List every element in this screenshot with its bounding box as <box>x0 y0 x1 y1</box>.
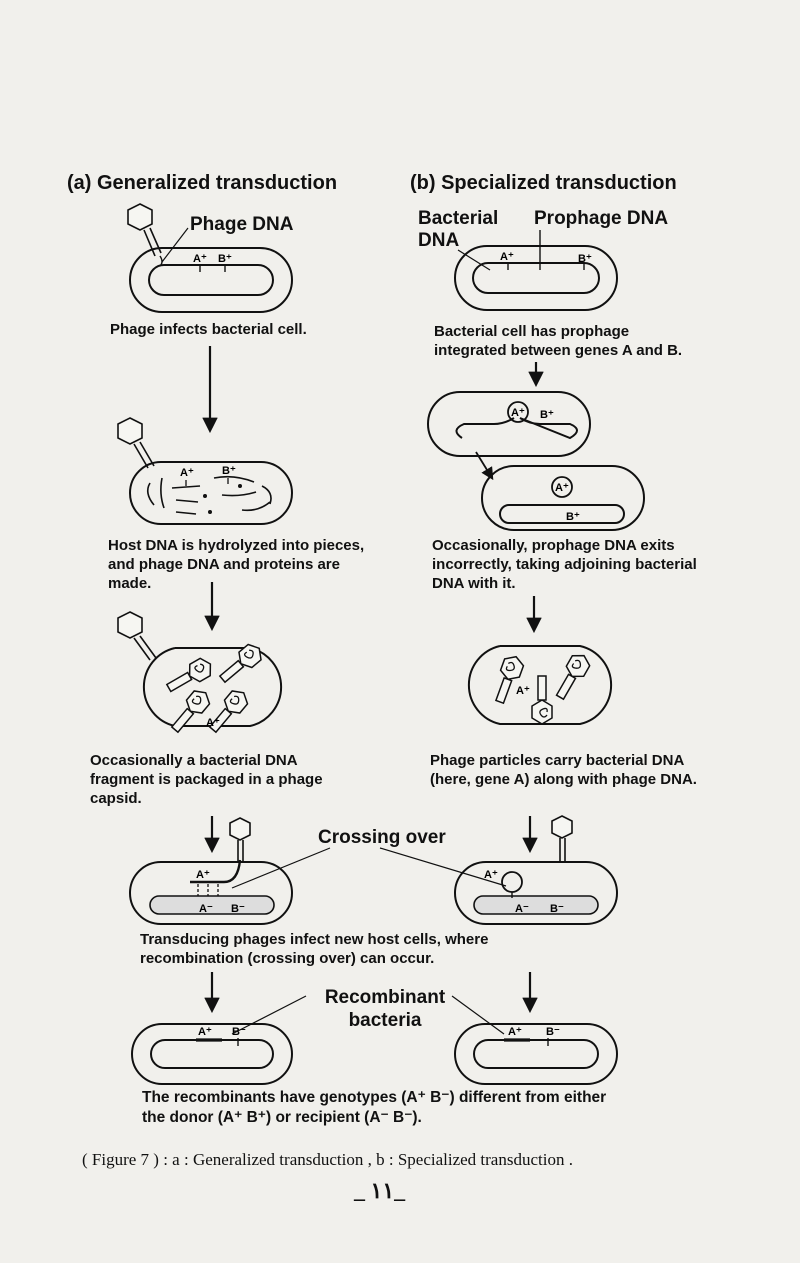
svg-text:B⁺: B⁺ <box>222 465 236 477</box>
phage-dna-label: Phage DNA <box>190 214 294 235</box>
svg-text:A⁺: A⁺ <box>198 1026 212 1038</box>
panel-b-cell-1: A⁺ B⁺ <box>454 245 618 311</box>
panel-b-step2-caption: Occasionally, prophage DNA exits incorre… <box>432 537 697 592</box>
svg-text:B⁺: B⁺ <box>218 253 232 265</box>
figure-caption: ( Figure 7 ) : a : Generalized transduct… <box>82 1150 573 1169</box>
svg-text:B⁺: B⁺ <box>566 511 580 523</box>
panel-b-step1-caption: Bacterial cell has prophage integrated b… <box>434 323 683 359</box>
panel-a-cell-2: A⁺ B⁺ <box>129 461 293 525</box>
panel-a-genes-1: A⁺ B⁺ <box>193 253 232 272</box>
infecting-phage-left <box>229 817 251 862</box>
panel-a-phage-3 <box>117 611 157 661</box>
crossing-pointer-left <box>231 847 331 889</box>
panel-a-title: (a) Generalized transduction <box>67 172 338 194</box>
crossing-pointer-right <box>379 847 507 887</box>
recombinant-pointer-right <box>451 995 505 1035</box>
svg-text:A⁺: A⁺ <box>500 251 514 263</box>
svg-text:A⁺: A⁺ <box>484 869 498 881</box>
svg-text:A⁺: A⁺ <box>555 482 569 494</box>
panel-a-cell-1 <box>129 247 293 313</box>
panel-a-step3-caption: Occasionally a bacterial DNA fragment is… <box>90 752 323 807</box>
svg-text:A⁺: A⁺ <box>193 253 207 265</box>
panel-b-arrow-2a <box>475 451 494 481</box>
svg-text:A⁺: A⁺ <box>511 407 525 419</box>
recipient-cell-left: A⁺ A⁻ B⁻ <box>129 859 293 925</box>
recombinant-pointer-left <box>231 995 307 1035</box>
panel-b-title: (b) Specialized transduction <box>410 172 677 194</box>
panel-b-cell-2a: A⁺ B⁺ <box>427 391 591 457</box>
infecting-phage-right <box>551 815 573 862</box>
svg-text:A⁻: A⁻ <box>199 903 213 915</box>
transduce-caption: Transducing phages infect new host cells… <box>140 931 489 967</box>
recombinant-cell-right: A⁺ B⁻ <box>454 1023 618 1085</box>
svg-text:B⁻: B⁻ <box>231 903 245 915</box>
bacterial-dna-label: Bacterial DNA <box>418 208 499 251</box>
panel-a-particles: A⁺ <box>163 639 267 737</box>
panel-a-step2-caption: Host DNA is hydrolyzed into pieces, and … <box>108 537 365 592</box>
crossing-over-label: Crossing over <box>318 827 446 848</box>
recombinant-label: Recombinant bacteria <box>324 987 446 1031</box>
prophage-dna-label: Prophage DNA <box>534 208 669 229</box>
result-caption: The recombinants have genotypes (A⁺ B⁻) … <box>142 1089 607 1126</box>
svg-text:A⁺: A⁺ <box>180 467 194 479</box>
svg-text:B⁻: B⁻ <box>546 1026 560 1038</box>
recombinant-cell-left: A⁺ B⁻ <box>131 1023 293 1085</box>
svg-text:A⁺: A⁺ <box>196 869 210 881</box>
panel-a-step1-caption: Phage infects bacterial cell. <box>110 321 307 338</box>
phage-dna-pointer <box>161 227 189 263</box>
panel-b-particles: A⁺ <box>489 649 594 725</box>
panel-b-cell-2b: A⁺ B⁺ <box>481 465 645 531</box>
bacterial-dna-pointer <box>457 249 491 271</box>
svg-text:B⁻: B⁻ <box>550 903 564 915</box>
svg-text:B⁺: B⁺ <box>578 253 592 265</box>
page-number: _ ۱۱_ <box>354 1178 406 1203</box>
svg-text:A⁻: A⁻ <box>515 903 529 915</box>
panel-b-step3-caption: Phage particles carry bacterial DNA (her… <box>430 752 697 788</box>
svg-text:A⁺: A⁺ <box>206 717 220 729</box>
recipient-cell-right: A⁺ A⁻ B⁻ <box>454 861 618 925</box>
panel-a-phage-1 <box>127 203 163 267</box>
panel-b-cell-3 <box>467 645 613 725</box>
panel-a-phage-2 <box>117 417 155 469</box>
svg-text:A⁺: A⁺ <box>516 685 530 697</box>
panel-a-cell-3 <box>142 647 283 727</box>
svg-text:A⁺: A⁺ <box>508 1026 522 1038</box>
svg-text:B⁺: B⁺ <box>540 409 554 421</box>
